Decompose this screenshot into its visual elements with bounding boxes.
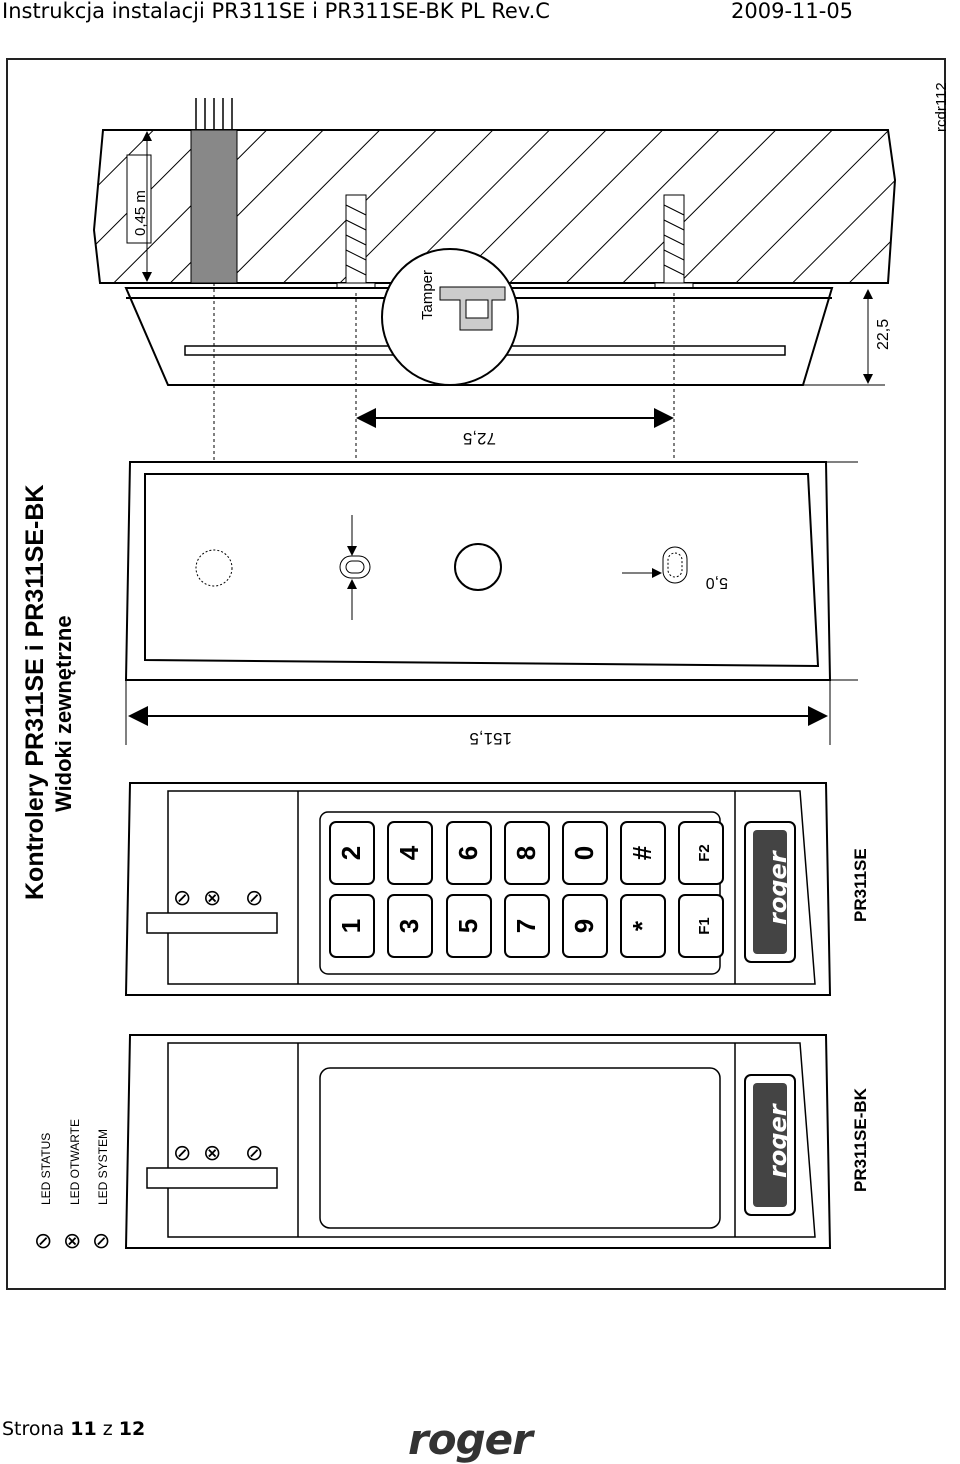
cable-length-box <box>126 131 152 282</box>
tamper-detail <box>381 248 519 386</box>
key-top-0 <box>329 821 375 885</box>
led-icons-keypad: ⊘ ⊗ ⊘ <box>173 886 263 911</box>
key-bottom-0 <box>329 894 375 958</box>
key-label-bottom-4: 9 <box>569 919 599 933</box>
bk-brand-label: roger <box>764 1102 792 1178</box>
model-label-keypad: PR311SE <box>851 848 870 922</box>
legend-led-status: LED STATUS <box>39 1133 53 1205</box>
key-label-top-3: 8 <box>511 846 541 860</box>
drawing-ref: rcdr112 <box>933 82 950 132</box>
svg-text:⊗: ⊗ <box>203 886 221 911</box>
key-label-bottom-2: 5 <box>453 919 483 933</box>
footer-sep: z <box>102 1418 113 1440</box>
svg-text:⊘: ⊘ <box>245 886 263 911</box>
cable-length-label: 0,45 m <box>132 190 149 236</box>
brand-logo: roger <box>408 1415 533 1464</box>
key-bottom-4 <box>562 894 608 958</box>
drawing-frame <box>6 58 946 1290</box>
footer-prefix: Strona <box>2 1418 65 1440</box>
length-dimension <box>125 680 831 745</box>
key-bottom-3 <box>504 894 550 958</box>
model-label-bk: PR311SE-BK <box>851 1087 870 1192</box>
key-top-3 <box>504 821 550 885</box>
tamper-label: Tamper <box>419 270 436 320</box>
key-label-top-5: # <box>627 845 657 860</box>
led-status-icon: ⊘ <box>34 1229 52 1254</box>
key-label-bottom-6: F1 <box>696 917 713 935</box>
key-label-bottom-0: 1 <box>336 919 366 933</box>
key-top-6 <box>678 821 724 885</box>
key-label-top-2: 6 <box>453 846 483 860</box>
heading-line2: Widoki zewnętrzne <box>51 615 76 812</box>
key-label-top-6: F2 <box>696 844 713 862</box>
bk-reader-front <box>124 1034 832 1249</box>
led-icons-bk: ⊘ ⊗ ⊘ <box>173 1141 263 1166</box>
length-dimension-label: 151,5 <box>469 729 512 748</box>
heading-line1: Kontrolery PR311SE i PR311SE-BK <box>21 485 49 900</box>
footer-page: 11 <box>70 1418 97 1440</box>
document-title: Instrukcja instalacji PR311SE i PR311SE-… <box>2 0 550 23</box>
back-plate <box>124 461 858 681</box>
key-bottom-5 <box>620 894 666 958</box>
footer-total: 12 <box>118 1418 146 1440</box>
key-label-bottom-5: * <box>627 920 657 931</box>
svg-text:⊘: ⊘ <box>173 1141 191 1166</box>
key-bottom-6 <box>678 894 724 958</box>
key-label-bottom-1: 3 <box>394 919 424 933</box>
page-footer: Strona 11 z 12 <box>2 1418 145 1440</box>
key-top-4 <box>562 821 608 885</box>
key-label-top-4: 0 <box>569 846 599 860</box>
cable-bundle <box>190 98 238 284</box>
key-bottom-1 <box>387 894 433 958</box>
led-legend: ⊘ ⊗ ⊘ <box>34 1229 110 1254</box>
reader-brand-label: roger <box>764 849 792 925</box>
svg-text:⊘: ⊘ <box>245 1141 263 1166</box>
wall-section <box>92 129 897 284</box>
depth-dimension-label: 22,5 <box>875 319 892 350</box>
key-top-2 <box>446 821 492 885</box>
legend-led-open: LED OTWARTE <box>68 1119 82 1205</box>
document-date: 2009-11-05 <box>731 0 854 23</box>
svg-text:⊘: ⊘ <box>173 886 191 911</box>
holes-dimension-label: 72,5 <box>463 429 496 448</box>
keypad-reader-front <box>124 782 832 996</box>
key-top-1 <box>387 821 433 885</box>
svg-text:⊗: ⊗ <box>203 1141 221 1166</box>
key-label-bottom-3: 7 <box>511 919 541 933</box>
key-label-top-1: 4 <box>394 845 424 860</box>
hole-dimension-label: 5,0 <box>706 574 728 591</box>
led-open-icon: ⊗ <box>63 1229 81 1254</box>
key-top-5 <box>620 821 666 885</box>
legend-led-system: LED SYSTEM <box>96 1129 110 1205</box>
depth-dimension <box>800 282 885 386</box>
key-bottom-2 <box>446 894 492 958</box>
key-label-top-0: 2 <box>336 846 366 860</box>
led-system-icon: ⊘ <box>92 1229 110 1254</box>
